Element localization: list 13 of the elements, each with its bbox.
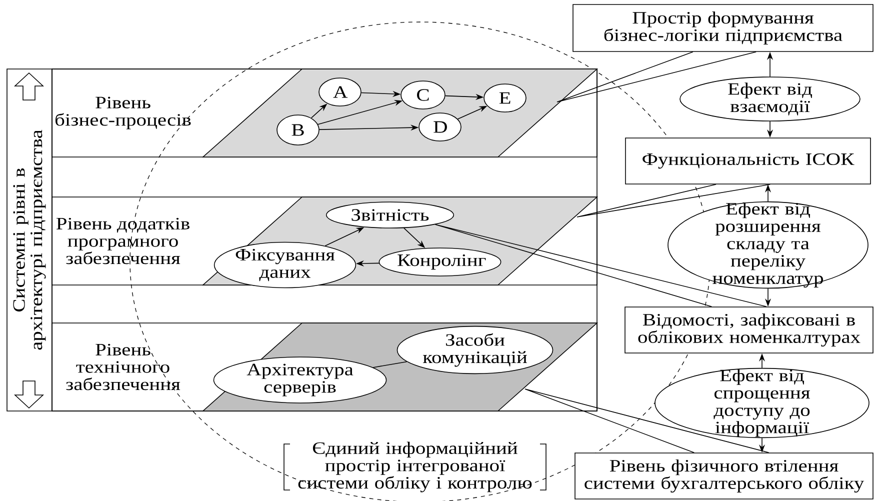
note-text: Єдиний інформаційний простір інтегрованої системи обліку і контролю bbox=[298, 442, 532, 492]
node-label: Ефект від спрощення доступу до інформації bbox=[714, 369, 810, 437]
line bbox=[372, 361, 408, 368]
text-box: Відомості, зафіксовані в облікових номенкалтурах bbox=[624, 306, 874, 354]
text-box: Простір формування бізнес-логіки підприємства bbox=[572, 4, 874, 52]
callout-wedge bbox=[524, 388, 770, 453]
callout-wedge bbox=[576, 184, 771, 218]
callout-wedge bbox=[556, 52, 756, 102]
text-box: Рівень фізичного втілення системи бухгалтерського обліку bbox=[574, 452, 874, 500]
level-axis-box: Системні рівні в архітектурі підприємства bbox=[6, 68, 52, 412]
text-box: Функціональність ІСОК bbox=[625, 138, 871, 184]
node-label: Ефект від розширення складу та переліку номенклатур bbox=[712, 202, 823, 288]
callout-wedge bbox=[434, 224, 767, 307]
